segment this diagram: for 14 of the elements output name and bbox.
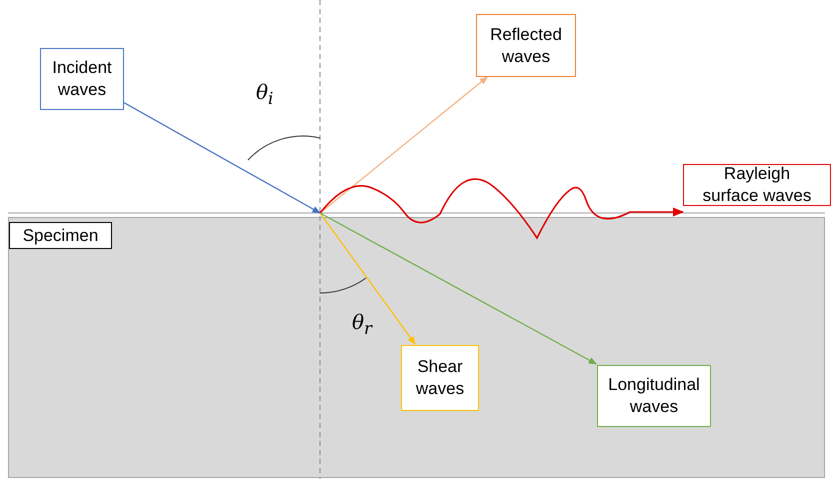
label-box: Shear waves bbox=[401, 345, 479, 411]
angle-label: θ$_{r}$ bbox=[352, 310, 372, 338]
label-box: Longitudinal waves bbox=[597, 365, 711, 427]
specimen-block bbox=[8, 217, 825, 478]
arrow bbox=[320, 212, 416, 345]
angle-label: θ$_{i}$ bbox=[256, 80, 274, 108]
label-box: Specimen bbox=[9, 222, 112, 249]
arrow bbox=[320, 76, 488, 214]
label-box: Reflected waves bbox=[476, 14, 576, 77]
arrow bbox=[320, 212, 598, 365]
label-box: Rayleigh surface waves bbox=[683, 164, 831, 206]
arrow bbox=[124, 102, 321, 214]
label-box: Incident waves bbox=[40, 48, 124, 110]
arrow bbox=[319, 178, 684, 239]
